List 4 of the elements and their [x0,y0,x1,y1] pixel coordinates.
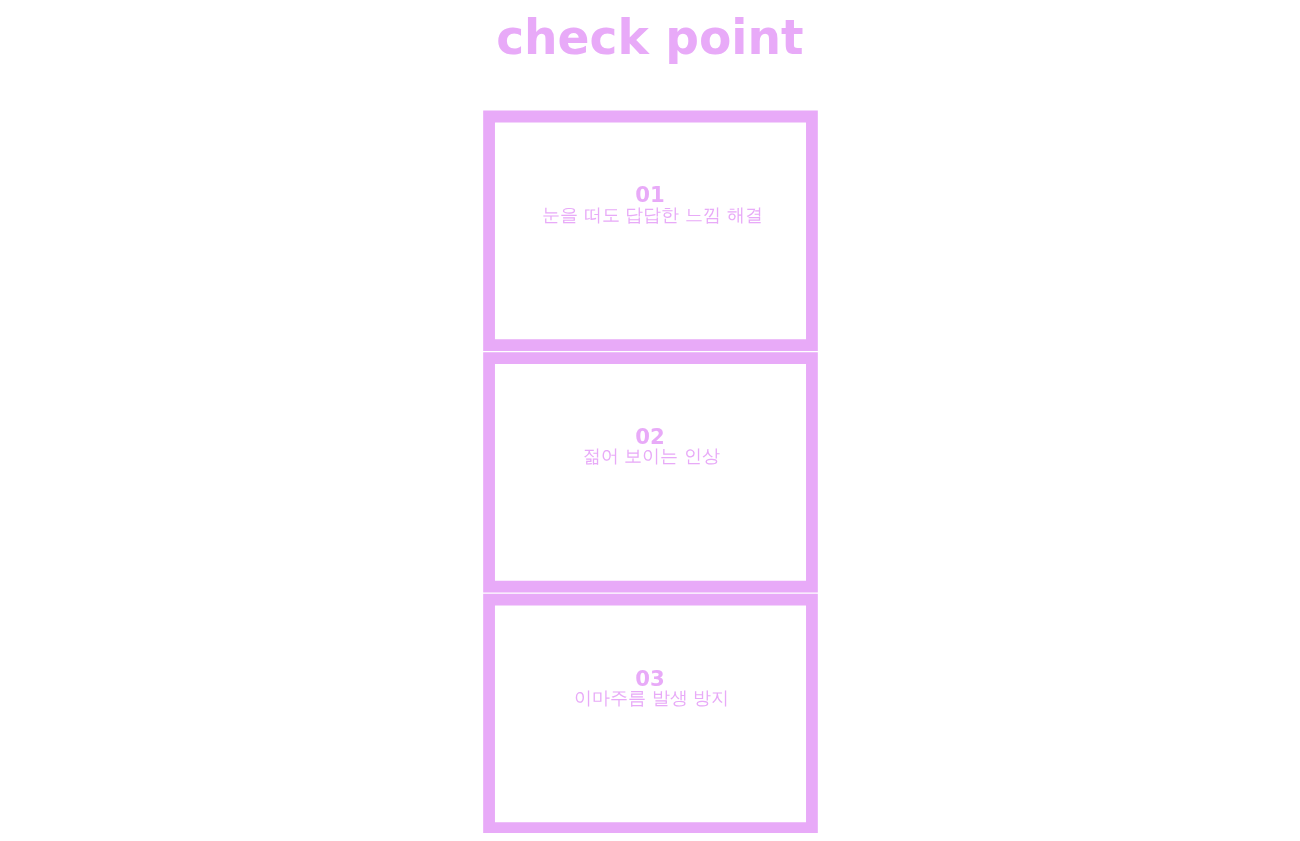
diagram-title: check point [495,10,804,66]
node-box: 02 젊어 보이는 인상 [482,352,818,593]
node-box: 03 이마주름 발생 방지 [482,593,818,833]
node-box: 01 눈을 떠도 답답한 느낌 해결 [482,110,818,351]
